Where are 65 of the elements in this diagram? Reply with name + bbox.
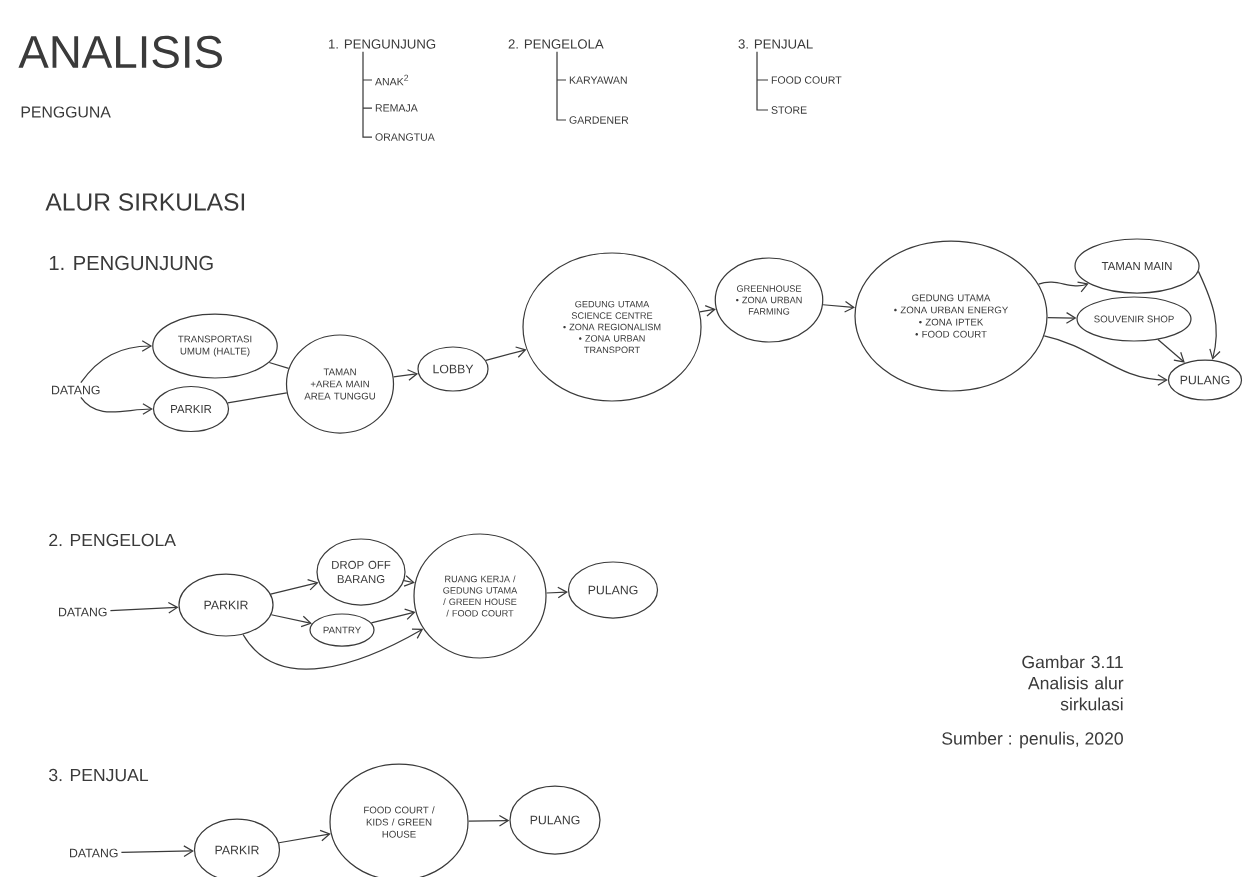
arrow (80, 396, 153, 415)
tree-bracket (556, 51, 567, 121)
title: ANALISIS (18, 35, 222, 69)
connector-line (268, 361, 290, 369)
section-heading: ALUR SIRKULASI (45, 193, 245, 211)
start-label: DATANG (59, 607, 107, 617)
bubble: LOBBY (417, 346, 489, 392)
bubble: TAMAN MAIN (1074, 238, 1200, 294)
arrow (120, 845, 194, 857)
bubble: DROP OFF BARANG (316, 538, 406, 606)
arrow (392, 369, 419, 381)
arrow (1047, 312, 1077, 324)
arrow (545, 586, 568, 599)
bubble: PULANG (509, 785, 601, 855)
source-note: Sumber : penulis, 2020 (942, 731, 1123, 749)
arrow (699, 305, 716, 317)
tree-bracket (756, 51, 769, 111)
bubble: TAMAN +AREA MAIN AREA TUNGGU (285, 334, 395, 434)
arrow (1197, 270, 1221, 360)
bubble: GEDUNG UTAMA SCIENCE CENTRE • ZONA REGIONALISM • ZONA URBAN TRANSPORT (522, 252, 702, 402)
tree-item: ORANGTUA (375, 133, 435, 141)
bubble: PULANG (567, 561, 659, 619)
subtitle: PENGGUNA (21, 106, 111, 118)
section-heading: 2. PENGELOLA (49, 533, 176, 547)
arrow (403, 575, 415, 587)
connector-line (227, 392, 288, 404)
arrow (80, 340, 153, 384)
bubble: RUANG KERJA / GEDUNG UTAMA / GREEN HOUSE / FOOD COURT (413, 533, 547, 659)
arrow (485, 346, 527, 361)
bubble: GEDUNG UTAMA • ZONA URBAN ENERGY • ZONA IPTEK • FOOD COURT (854, 240, 1048, 392)
arrow (270, 614, 312, 628)
caption: Gambar 3.11 Analisis alur sirkulasi (1022, 655, 1124, 711)
section-heading: 3. PENJUAL (49, 768, 149, 782)
arrow (109, 601, 179, 614)
start-label: DATANG (52, 385, 100, 395)
arrow (822, 300, 855, 313)
tree-item: KARYAWAN (569, 76, 627, 84)
arrow (370, 608, 416, 624)
arrow (1157, 338, 1185, 363)
section-heading: 1. PENGUNJUNG (49, 255, 213, 271)
start-label: DATANG (70, 848, 118, 858)
arrow (468, 814, 510, 827)
bubble: PANTRY (309, 613, 375, 647)
category-heading: 2. PENGELOLA (508, 39, 604, 49)
bubble: FOOD COURT / KIDS / GREEN HOUSE (329, 763, 469, 877)
category-heading: 1. PENGUNJUNG (329, 39, 436, 49)
tree-bracket (362, 51, 373, 138)
tree-item: FOOD COURT (771, 76, 842, 84)
tree-item: REMAJA (375, 104, 418, 112)
arrow (242, 628, 424, 670)
bubble: GREENHOUSE • ZONA URBAN FARMING (714, 257, 824, 343)
bubble: SOUVENIR SHOP (1076, 296, 1192, 342)
bubble: PARKIR (193, 818, 281, 877)
tree-item: GARDENER (569, 116, 629, 124)
arrow (1043, 335, 1168, 386)
arrow (278, 829, 331, 844)
bubble: TRANSPORTASI UMUM (HALTE) (152, 313, 278, 379)
bubble: PARKIR (152, 385, 230, 433)
tree-item: ANAK$^{2}$ (375, 74, 409, 86)
arrow (270, 579, 319, 595)
bubble: PULANG (1167, 359, 1243, 401)
bubble: PARKIR (178, 573, 274, 637)
tree-item: STORE (771, 106, 807, 114)
category-heading: 3. PENJUAL (738, 39, 813, 49)
arrow (1038, 281, 1089, 293)
